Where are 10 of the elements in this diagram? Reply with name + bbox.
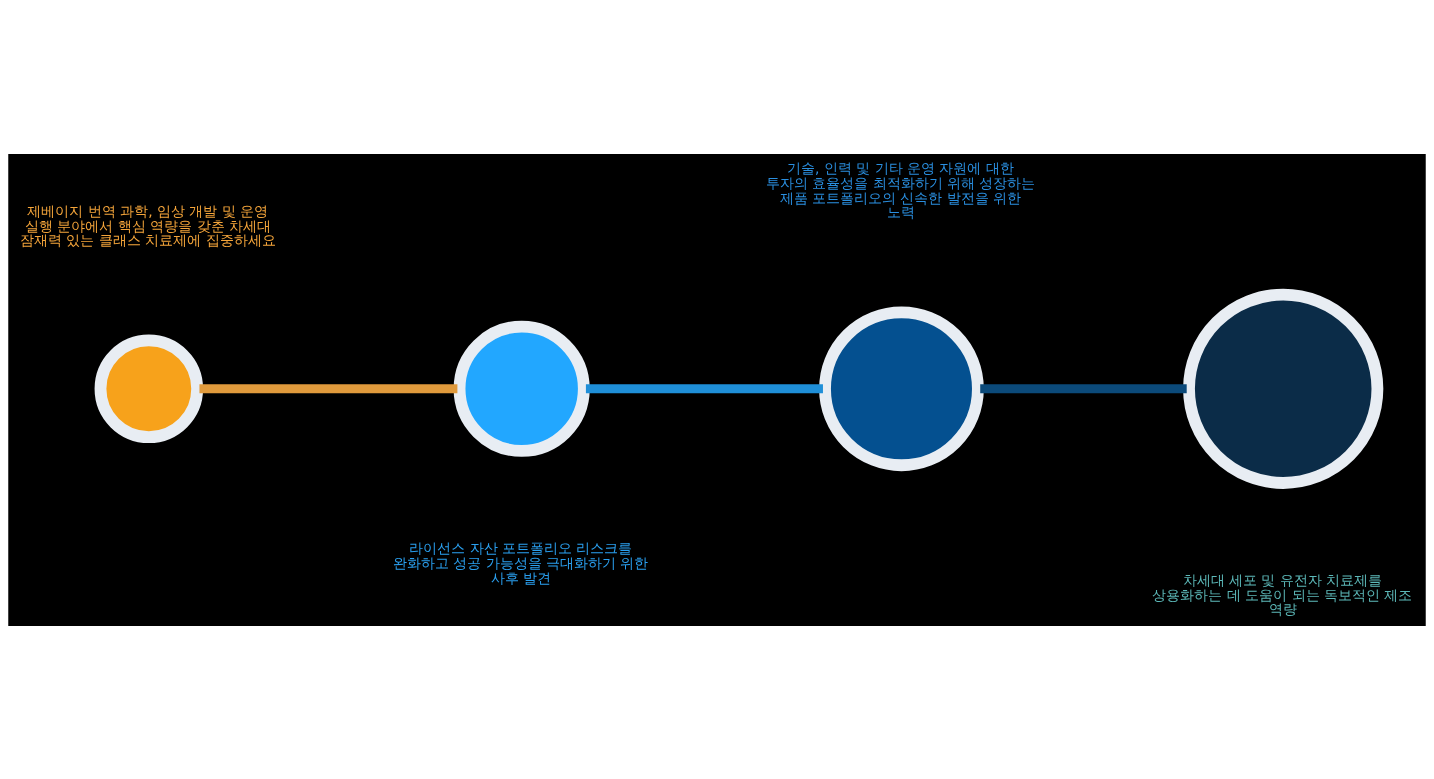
label: 제베이지 번역 과학, 임상 개발 및 운영 실행 분야에서 핵심 역량을 갖춘 차세대 잠재력 있는 클래스 치료제에 집중하세요	[20, 202, 276, 248]
connector	[980, 383, 1187, 393]
node-circle	[819, 305, 984, 471]
label: 차세대 세포 및 유전자 치료제를 상용화하는 데 도움이 되는 독보적인 제조 역량	[1152, 571, 1413, 617]
label: 기술, 인력 및 기타 운영 자원에 대한 투자의 효율성을 최적화하기 위해 성장하는 제품 포트폴리오의 신속한 발전을 위한 노력	[765, 159, 1036, 220]
node-circle	[453, 320, 590, 457]
connector	[199, 383, 458, 393]
label: 라이선스 자산 포트폴리오 리스크를 완화하고 성공 가능성을 극대화하기 위한 사후 발견	[392, 539, 649, 586]
connector	[585, 383, 823, 393]
node-circle	[1183, 288, 1384, 489]
